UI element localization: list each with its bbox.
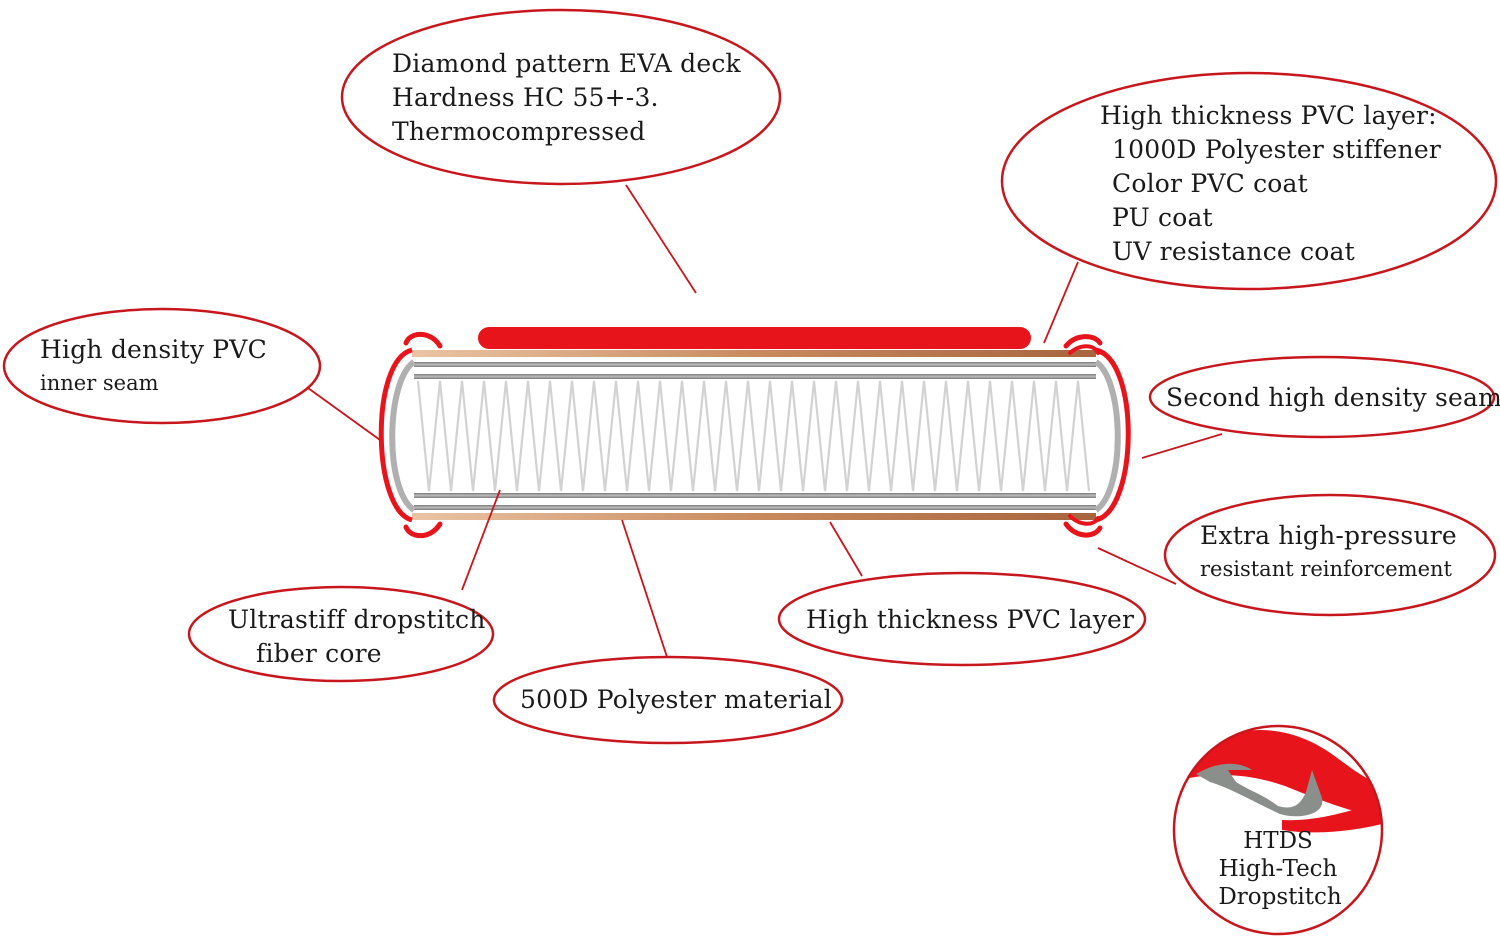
htds-badge: HTDS High-Tech Dropstitch — [1172, 724, 1384, 936]
pvc-top-line-2: 1000D Polyester stiffener — [1112, 135, 1441, 164]
top-polyester-layer-outer — [414, 362, 1096, 367]
leader-reinforcement — [1097, 547, 1177, 585]
second-seam-line-1: Second high density seam — [1166, 383, 1500, 412]
callout-deck: Diamond pattern EVA deck Hardness HC 55+… — [340, 8, 782, 186]
leader-deck — [625, 184, 697, 294]
callout-inner-seam: High density PVC inner seam — [2, 307, 322, 425]
callout-dropstitch: Ultrastiff dropstitch fiber core — [187, 585, 495, 683]
leader-second-seam — [1141, 433, 1223, 459]
dropstitch-fibers — [416, 380, 1091, 492]
deck-line-3: Thermocompressed — [392, 117, 645, 146]
pvc-top-line-3: Color PVC coat — [1112, 169, 1308, 198]
eva-deck-pad — [478, 327, 1031, 349]
inner-seam-line-1: High density PVC — [40, 335, 267, 364]
reinforcement-line-2: resistant reinforcement — [1200, 557, 1453, 581]
leader-lines — [307, 184, 1223, 661]
reinforcement-line-1: Extra high-pressure — [1200, 521, 1457, 550]
right-side-wall — [1094, 359, 1121, 513]
board-cross-section — [378, 327, 1131, 539]
callout-reinforcement: Extra high-pressure resistant reinforcem… — [1163, 493, 1497, 617]
callout-pvc-top: High thickness PVC layer: 1000D Polyeste… — [1000, 71, 1498, 291]
right-inner-seam — [1095, 347, 1131, 523]
bottom-pvc-layer — [412, 513, 1096, 520]
inner-seam-line-2: inner seam — [40, 371, 159, 395]
badge-line-2: High-Tech — [1219, 856, 1338, 882]
leader-inner-seam — [307, 387, 381, 441]
leader-dropstitch — [461, 489, 501, 591]
callout-polyester: 500D Polyester material — [492, 655, 844, 745]
dropstitch-line-2: fiber core — [256, 639, 382, 668]
pvc-top-line-4: PU coat — [1112, 203, 1213, 232]
right-bottom-seam-tape — [1063, 521, 1103, 538]
badge-line-1: HTDS — [1243, 828, 1313, 854]
left-side-wall — [389, 359, 416, 513]
bottom-polyester-layer-inner — [414, 493, 1096, 498]
pvc-bottom-line-1: High thickness PVC layer — [806, 605, 1134, 634]
left-inner-seam — [378, 347, 413, 523]
top-pvc-layer — [412, 350, 1096, 357]
pvc-top-line-1: High thickness PVC layer: — [1100, 101, 1437, 130]
dropstitch-line-1: Ultrastiff dropstitch — [228, 605, 486, 634]
badge-swoosh-icon — [1180, 730, 1382, 833]
right-top-seam-tape-2 — [1068, 344, 1100, 355]
right-top-seam-tape — [1063, 334, 1103, 349]
left-bottom-seam-tape — [403, 521, 443, 539]
deck-line-1: Diamond pattern EVA deck — [392, 49, 742, 78]
leader-pvc-bottom — [829, 521, 863, 577]
callout-pvc-bottom: High thickness PVC layer — [777, 571, 1147, 667]
leader-polyester — [621, 519, 669, 661]
top-polyester-layer-inner — [414, 374, 1096, 379]
badge-line-3: Dropstitch — [1218, 884, 1342, 910]
bottom-polyester-layer-outer — [414, 505, 1096, 510]
leader-pvc-top — [1043, 261, 1079, 344]
polyester-line-1: 500D Polyester material — [520, 685, 832, 714]
pvc-top-line-5: UV resistance coat — [1112, 237, 1355, 266]
callout-second-seam: Second high density seam — [1148, 355, 1500, 439]
right-bottom-seam-tape-2 — [1068, 514, 1100, 526]
fiber-zigzag — [416, 380, 1091, 492]
deck-line-2: Hardness HC 55+-3. — [392, 83, 659, 112]
left-top-seam-tape — [403, 331, 443, 349]
